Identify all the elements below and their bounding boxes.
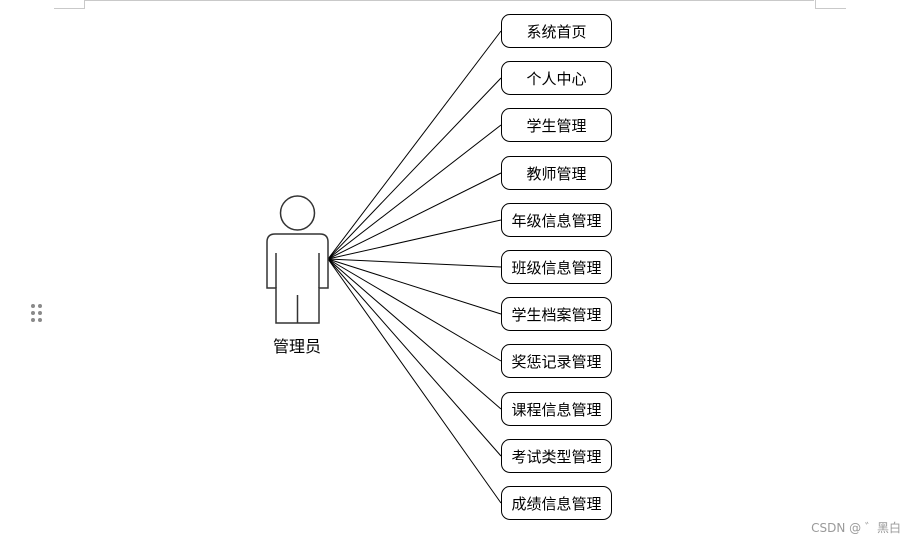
usecase-score-info-management[interactable]: 成绩信息管理 (501, 486, 612, 520)
usecase-teacher-management[interactable]: 教师管理 (501, 156, 612, 190)
usecase-system-home[interactable]: 系统首页 (501, 14, 612, 48)
page-corner-mark-left (54, 8, 84, 9)
usecase-exam-type-management[interactable]: 考试类型管理 (501, 439, 612, 473)
actor-body (266, 233, 329, 324)
usecase-course-info-management[interactable]: 课程信息管理 (501, 392, 612, 426)
connector-line (327, 219, 502, 260)
connector-line (327, 258, 502, 410)
connector-line (327, 258, 502, 315)
actor-figure-icon (266, 195, 329, 324)
actor-label: 管理员 (272, 337, 321, 356)
drag-handle-icon[interactable] (31, 304, 43, 322)
connector-line (327, 258, 502, 457)
usecase-reward-punishment-management[interactable]: 奖惩记录管理 (501, 344, 612, 378)
connector-line (327, 30, 502, 260)
connector-line (327, 77, 502, 260)
page-corner-mark-right-v (815, 0, 816, 9)
usecase-student-archive-management[interactable]: 学生档案管理 (501, 297, 612, 331)
actor-head (279, 195, 316, 231)
connector-line (327, 258, 502, 268)
page-corner-mark-right (816, 8, 846, 9)
connector-line (327, 258, 502, 504)
usecase-class-info-management[interactable]: 班级信息管理 (501, 250, 612, 284)
page-top-border (84, 0, 814, 1)
connector-line (327, 258, 502, 362)
watermark: CSDN @ ゛黑白 (811, 521, 901, 535)
usecase-grade-info-management[interactable]: 年级信息管理 (501, 203, 612, 237)
usecase-personal-center[interactable]: 个人中心 (501, 61, 612, 95)
usecase-student-management[interactable]: 学生管理 (501, 108, 612, 142)
page-corner-mark-left-v (84, 0, 85, 9)
connector-line (327, 124, 502, 260)
connector-line (327, 172, 502, 260)
